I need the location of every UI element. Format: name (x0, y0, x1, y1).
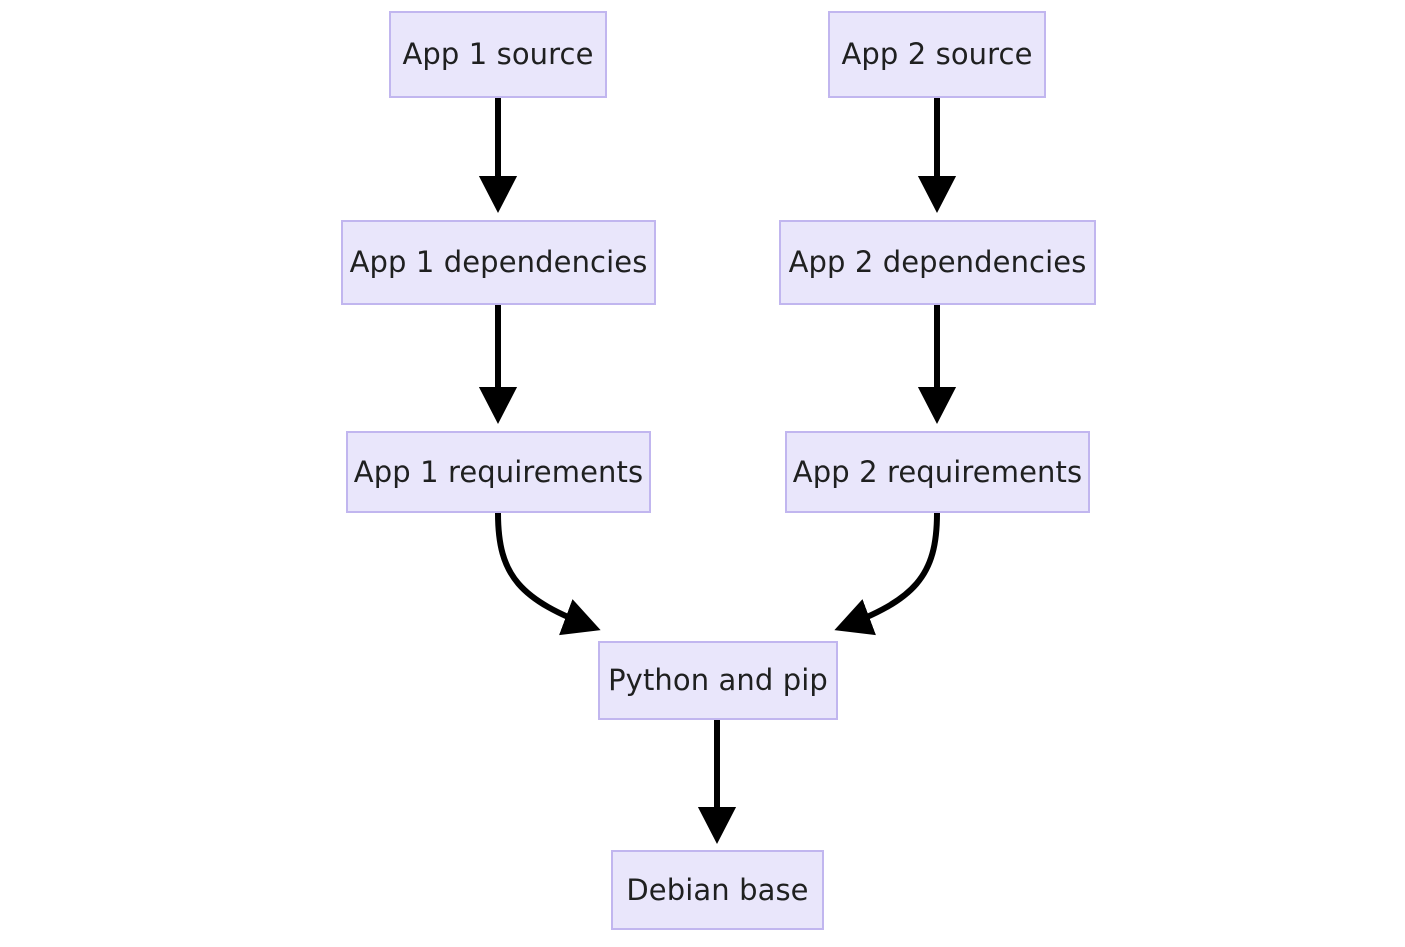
node-app2-dependencies[interactable]: App 2 dependencies (779, 220, 1096, 305)
node-debian-base-label: Debian base (626, 872, 809, 907)
node-python-and-pip-label: Python and pip (608, 663, 828, 698)
node-app1-source[interactable]: App 1 source (389, 11, 607, 98)
node-app1-source-label: App 1 source (402, 37, 594, 72)
edge-app1-requirements-to-python-and-pip (495, 512, 601, 636)
node-app1-requirements-label: App 1 requirements (353, 454, 644, 489)
node-python-and-pip[interactable]: Python and pip (598, 641, 838, 720)
node-app2-dependencies-label: App 2 dependencies (788, 245, 1087, 280)
node-app2-requirements-label: App 2 requirements (792, 454, 1083, 489)
node-app1-dependencies-label: App 1 dependencies (349, 245, 648, 280)
node-app1-dependencies[interactable]: App 1 dependencies (341, 220, 656, 305)
node-app1-requirements[interactable]: App 1 requirements (346, 431, 651, 513)
node-debian-base[interactable]: Debian base (611, 850, 824, 930)
edge-app2-requirements-to-python-and-pip (834, 512, 940, 636)
node-app2-source-label: App 2 source (841, 37, 1033, 72)
node-app2-requirements[interactable]: App 2 requirements (785, 431, 1090, 513)
node-app2-source[interactable]: App 2 source (828, 11, 1046, 98)
